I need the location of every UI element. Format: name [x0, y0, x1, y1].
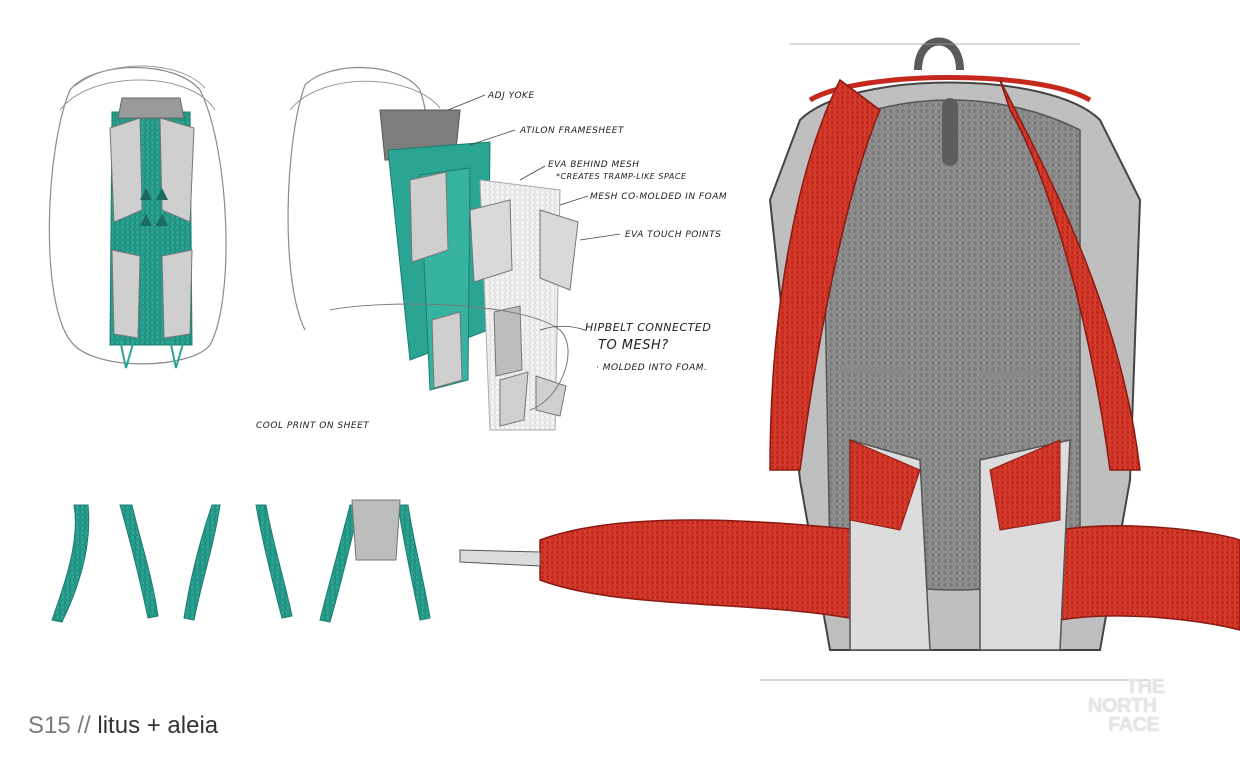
annotation-eva-behind-mesh: EVA BEHIND MESH: [548, 160, 640, 170]
caption-code: S15: [28, 712, 71, 739]
annotation-to-mesh: TO MESH?: [598, 338, 669, 353]
sketch-strap-row: [51, 499, 431, 623]
annotation-cool-print: COOL PRINT ON SHEET: [256, 421, 370, 431]
annotation-atilon-framesheet: ATILON FRAMESHEET: [520, 126, 624, 136]
annotation-hipbelt-connected: HIPBELT CONNECTED: [585, 321, 712, 334]
brand-line-3: FACE: [1108, 714, 1160, 736]
annotation-mesh-comolded: MESH CO-MOLDED IN FOAM: [590, 192, 728, 202]
page-caption: S15 // litus + aleia: [28, 712, 218, 740]
annotation-adj-yoke: ADJ YOKE: [488, 91, 535, 101]
annotation-creates-space: *CREATES TRAMP-LIKE SPACE: [556, 172, 687, 181]
rendered-pack: [459, 37, 1240, 681]
brand-line-2: NORTH: [1088, 695, 1157, 717]
brand-logo: THE NORTH FACE: [1088, 676, 1218, 740]
caption-separator: //: [77, 712, 91, 739]
sketch-exploded-layers: [287, 67, 621, 431]
sketch-framesheet-front: [48, 65, 227, 369]
brand-line-1: THE: [1126, 676, 1165, 698]
caption-title: litus + aleia: [97, 712, 219, 739]
annotation-molded-into-foam: · MOLDED INTO FOAM.: [596, 363, 708, 373]
annotation-eva-touch-points: EVA TOUCH POINTS: [625, 230, 722, 240]
